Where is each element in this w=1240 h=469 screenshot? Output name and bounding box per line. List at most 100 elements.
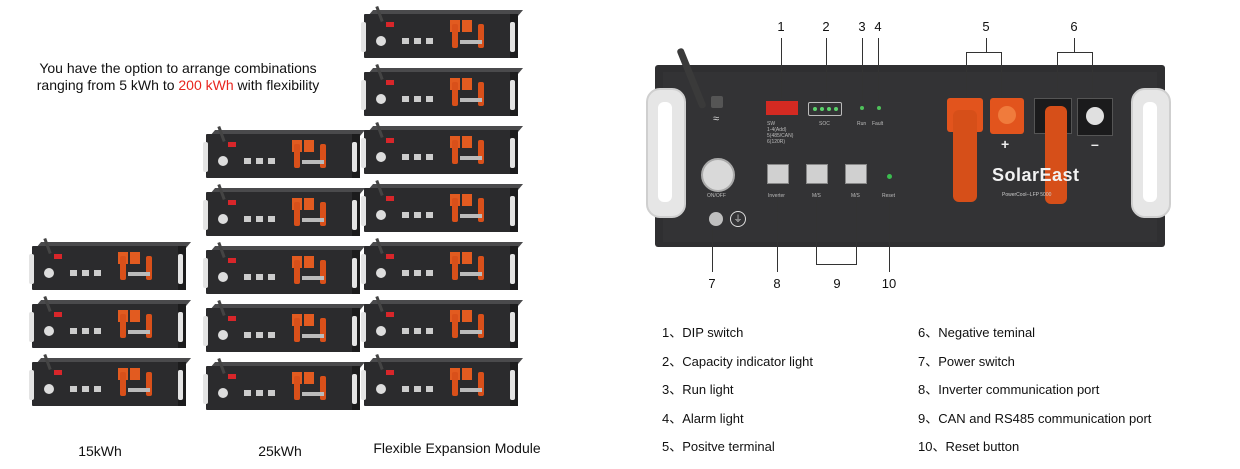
callout-7: 7	[708, 276, 716, 291]
headline: You have the option to arrange combinati…	[18, 60, 338, 94]
sw-detail-2: 5(485/CAN)	[767, 133, 794, 139]
battery-module	[361, 5, 524, 58]
callout-line-10	[889, 200, 890, 272]
battery-module	[29, 353, 192, 406]
battery-module	[361, 295, 524, 348]
callout-8: 8	[773, 276, 781, 291]
legend-item: 8、Inverter communication port	[918, 382, 1100, 397]
callout-line-5-left	[966, 52, 967, 98]
callout-line-9-bar	[816, 264, 857, 265]
sw-detail-1: 1-4(Add)	[767, 127, 787, 133]
callout-line-5-stem	[986, 38, 987, 52]
callout-line-5-right	[1001, 52, 1002, 98]
minus-sign: –	[1091, 136, 1099, 152]
plus-sign: +	[1001, 136, 1010, 152]
callout-10: 10	[881, 276, 897, 291]
stack-label-expansion: Flexible Expansion Module	[373, 440, 541, 456]
fault-light	[877, 106, 881, 110]
legend-item: 7、Power switch	[918, 353, 1015, 369]
panel-face	[663, 72, 1157, 242]
callout-4: 4	[874, 19, 882, 34]
battery-module	[361, 237, 524, 290]
callout-2: 2	[822, 19, 830, 34]
run-light	[860, 106, 864, 110]
callout-line-6-left	[1057, 52, 1058, 98]
positive-cable	[953, 110, 977, 202]
legend-item: 10、Reset button	[918, 439, 1020, 454]
headline-pre: ranging from 5 kWh to	[36, 77, 179, 93]
callout-line-2	[826, 38, 827, 98]
headline-line-2: ranging from 5 kWh to 200 kWh with flexi…	[18, 77, 338, 94]
callout-line-9-right	[856, 200, 857, 264]
callout-line-6-bar	[1057, 52, 1093, 53]
callout-line-6-stem	[1074, 38, 1075, 52]
battery-module	[203, 125, 366, 178]
battery-module	[361, 353, 524, 406]
soc-label: SOC	[819, 121, 830, 127]
callout-9: 9	[833, 276, 841, 291]
legend-item: 6、Negative teminal	[918, 325, 1036, 340]
positive-terminal-socket	[990, 98, 1024, 134]
stack-expansion	[361, 0, 534, 440]
stack-15kwh	[29, 0, 202, 440]
ms-label-2: M/S	[851, 193, 860, 199]
ms-port-1[interactable]	[806, 164, 828, 184]
callout-line-3	[862, 38, 863, 100]
legend-right: 6、Negative teminal 7、Power switch 8、Inve…	[918, 322, 1218, 465]
callout-line-5-bar	[966, 52, 1002, 53]
callout-line-9-left	[816, 200, 817, 264]
onoff-label: ON/OFF	[707, 193, 726, 199]
reset-label: Reset	[882, 193, 896, 199]
callout-line-8	[777, 200, 778, 272]
reset-button[interactable]	[887, 174, 892, 179]
wifi-icon: ≈	[712, 113, 720, 125]
callout-line-1	[781, 38, 782, 98]
battery-module	[361, 179, 524, 232]
stack-label-15kwh: 15kWh	[78, 443, 122, 459]
panel-brand: SolarEast	[992, 165, 1080, 185]
left-handle	[646, 88, 686, 218]
callout-3: 3	[858, 19, 866, 34]
headline-highlight: 200 kWh	[178, 77, 234, 93]
battery-module	[361, 63, 524, 116]
negative-cable	[1045, 106, 1067, 204]
callout-1: 1	[777, 19, 785, 34]
headline-post: with flexibility	[233, 77, 320, 93]
inverter-label: Inverter	[768, 193, 785, 199]
right-handle	[1131, 88, 1171, 218]
inverter-port[interactable]	[767, 164, 789, 184]
power-switch[interactable]	[701, 158, 735, 192]
legend-item: 9、CAN and RS485 communication port	[918, 410, 1152, 426]
ground-screw	[709, 212, 723, 226]
callout-5: 5	[982, 19, 990, 34]
negative-terminal-socket	[1077, 98, 1113, 136]
ms-label-1: M/S	[812, 193, 821, 199]
headline-line-1: You have the option to arrange combinati…	[39, 60, 317, 76]
callout-line-4	[878, 38, 879, 100]
legend-item: 3、Run light	[662, 382, 734, 397]
battery-module	[203, 357, 366, 410]
soc-indicator	[808, 102, 842, 116]
ground-icon: ⏚	[730, 211, 746, 227]
legend-item: 1、DIP switch	[662, 325, 744, 340]
battery-module	[203, 299, 366, 352]
battery-module	[203, 183, 366, 236]
dip-switch-display	[766, 101, 798, 115]
sw-label: SW	[767, 121, 776, 127]
battery-module	[29, 295, 192, 348]
callout-6: 6	[1070, 19, 1078, 34]
callout-line-6-right	[1092, 52, 1093, 98]
battery-module	[361, 121, 524, 174]
battery-module	[29, 237, 192, 290]
stack-label-25kwh: 25kWh	[258, 443, 302, 459]
run-label: Run	[857, 121, 867, 127]
panel-model: PowerCool--LFP 5000	[1002, 192, 1052, 198]
battery-module	[203, 241, 366, 294]
legend-item: 2、Capacity indicator light	[662, 353, 814, 369]
sw-detail-3: 6(120R)	[767, 139, 786, 145]
legend-item: 4、Alarm light	[662, 410, 744, 426]
callout-line-7	[712, 226, 713, 272]
ms-port-2[interactable]	[845, 164, 867, 184]
antenna-base	[711, 96, 723, 108]
fault-label: Fault	[872, 121, 884, 127]
